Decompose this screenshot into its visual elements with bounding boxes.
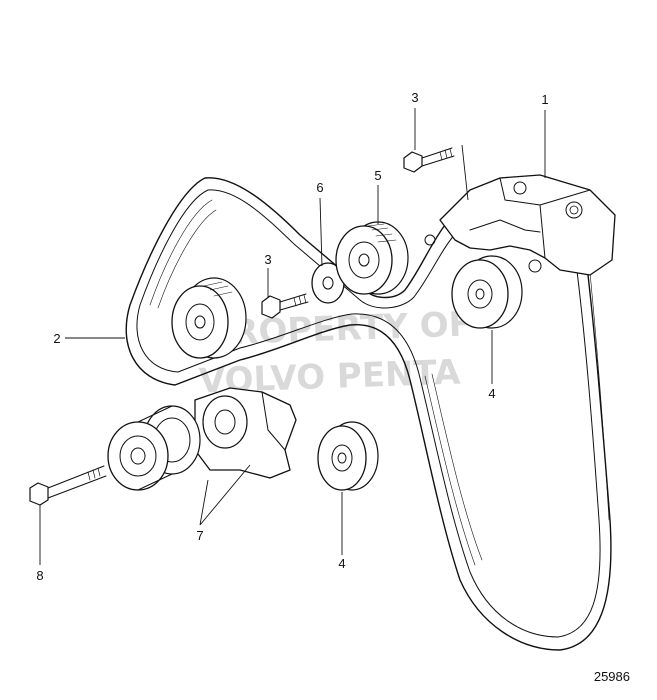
long-bolt xyxy=(29,465,107,506)
callout-4-upper: 4 xyxy=(488,386,495,401)
grooved-pulley-upper xyxy=(335,221,409,295)
callout-7: 7 xyxy=(196,528,203,543)
grooved-pulley-left xyxy=(171,277,247,359)
idler-pulley-upper xyxy=(451,255,523,329)
idler-pulley-lower xyxy=(317,421,379,491)
belt-tensioner xyxy=(107,387,297,491)
callout-8: 8 xyxy=(36,568,43,583)
drive-belt xyxy=(125,177,612,651)
callout-5: 5 xyxy=(374,168,381,183)
callout-6: 6 xyxy=(316,180,323,195)
callout-labels: 1 2 3 3 4 4 5 6 7 8 xyxy=(36,90,548,583)
callout-4-lower: 4 xyxy=(338,556,345,571)
callout-3-top: 3 xyxy=(411,90,418,105)
leader-lines xyxy=(39,108,546,565)
bracket xyxy=(424,174,616,276)
figure-number: 25986 xyxy=(594,669,630,684)
callout-2: 2 xyxy=(53,331,60,346)
bolt-middle xyxy=(261,293,309,319)
bolt-top xyxy=(403,147,455,173)
callout-3-middle: 3 xyxy=(264,252,271,267)
callout-1: 1 xyxy=(541,92,548,107)
